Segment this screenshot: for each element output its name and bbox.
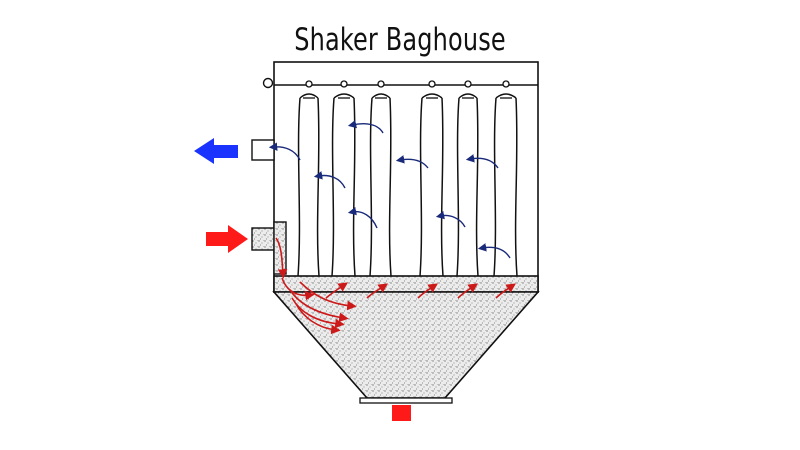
clean-gas-outlet <box>194 138 275 164</box>
dust-discharge-marker <box>392 405 411 421</box>
clean-flow-arrow <box>465 154 499 169</box>
dirty-gas-inlet <box>206 221 287 275</box>
clean-flow-arrow <box>477 243 511 259</box>
filter-bags <box>297 93 518 277</box>
clean-flow-arrow <box>347 207 378 229</box>
bag-hook <box>464 80 472 88</box>
bag-hook <box>340 80 348 88</box>
dust-flow-arrow <box>299 281 357 311</box>
clean-flow-arrow <box>347 120 384 134</box>
dust-flow-arrow <box>495 283 516 299</box>
dust-flow-arrow <box>366 283 388 299</box>
dust-flow-arrow <box>291 297 345 329</box>
filter-bag <box>297 93 320 277</box>
bag-hook <box>377 80 385 88</box>
shaker-mechanism <box>262 77 512 99</box>
bag-hook <box>428 80 436 88</box>
diagram-title: Shaker Baghouse <box>294 22 506 58</box>
dust-flow-arrow <box>275 237 288 279</box>
dust-flow-arrow <box>295 303 341 335</box>
clean-gas-flow <box>268 120 511 259</box>
bag-hook <box>502 80 510 88</box>
dirty-gas-arrow <box>206 225 248 253</box>
clean-gas-arrow <box>194 138 238 164</box>
dust-flow-arrow <box>325 282 348 299</box>
filter-bag <box>369 93 392 277</box>
dust-flow-arrow <box>457 283 478 299</box>
clean-flow-arrow <box>313 171 346 189</box>
dust-flow-arrow <box>417 283 438 299</box>
dust-flow-arrow <box>281 277 315 301</box>
dirty-gas-flow <box>275 237 516 335</box>
filter-bag <box>419 93 444 277</box>
clean-flow-arrow <box>268 142 301 161</box>
bag-hook <box>305 80 313 88</box>
clean-flow-arrow <box>395 155 429 169</box>
tube-sheet <box>273 275 539 293</box>
dust-flow-arrow <box>289 289 349 323</box>
clean-flow-arrow <box>435 211 466 228</box>
filter-bag <box>493 93 518 277</box>
filter-bag <box>456 93 479 277</box>
